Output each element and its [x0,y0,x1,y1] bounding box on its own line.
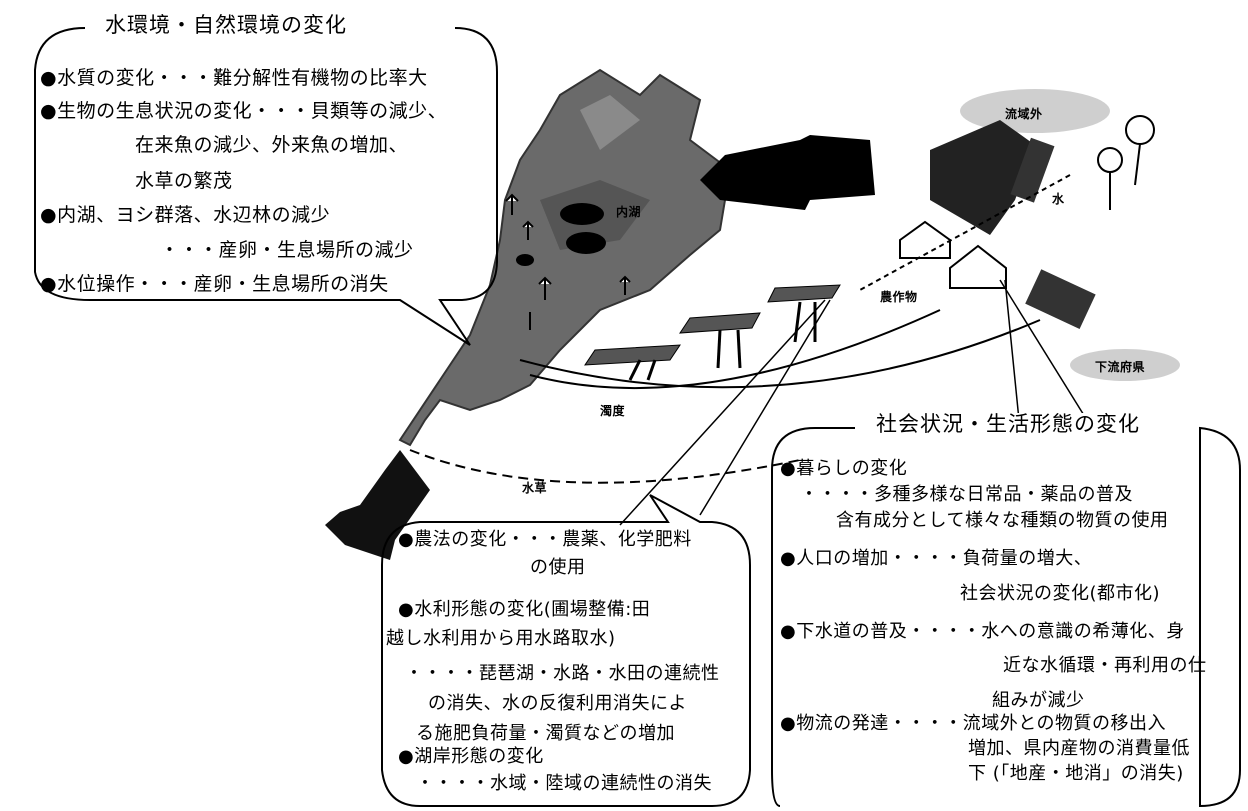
tree-icon [1097,115,1155,210]
label-muddy-water: 濁度 [600,404,626,418]
runoff-curve [529,309,941,390]
social-line: ・・・・多種多様な日常品・薬品の普及 [800,484,1133,505]
social-line: 社会状況の変化(都市化) [960,583,1161,604]
natural-env-line: ●水位操作・・・産卵・生息場所の消失 [40,273,389,295]
agri-line: ・・・・琵琶湖・水路・水田の連続性 [405,663,720,684]
shore-trees-icon [505,193,631,330]
label-crops: 農作物 [880,290,918,304]
social-line: ●下水道の普及・・・・水への意識の希薄化、身 [780,621,1185,642]
import-arrow-icon [930,120,1035,235]
natural-env-bubble [34,27,498,346]
agri-line: ●農法の変化・・・農薬、化学肥料 [398,529,692,550]
social-title: 社会状況・生活形態の変化 [868,413,1148,435]
social-line: 下 (「地産・地消」の消失) [968,763,1184,784]
label-inner-lake: 内湖 [616,205,642,219]
agri-line: ・・・・水域・陸域の連続性の消失 [416,773,712,794]
natural-env-line: ●水質の変化・・・難分解性有機物の比率大 [40,67,428,89]
paddy-field-icons [584,284,841,366]
agri-line: ●湖岸形態の変化 [398,746,544,767]
label-outside-basin: 流域外 [1005,107,1043,121]
natural-env-line: 在来魚の減少、外来魚の増加、 [135,134,409,156]
inflow-arrow-icon [700,135,875,210]
agri-line: の消失、水の反復利用消失によ [428,693,687,714]
social-line: 含有成分として様々な種類の物質の使用 [836,510,1169,531]
lake-biwa-shape [398,68,732,447]
label-waterweed: 水草 [522,481,548,495]
waterweed-dashed-line [409,449,801,484]
label-water: 水 [1052,192,1065,206]
natural-env-title: 水環境・自然環境の変化 [97,14,355,36]
house-icons [899,220,1007,289]
social-line: ●物流の発達・・・・流域外との物質の移出入 [780,713,1167,734]
agriculture-bubble [381,494,751,807]
social-line: 増加、県内産物の消費量低 [968,738,1190,759]
social-line: ●人口の増加・・・・負荷量の増大、 [780,548,1093,569]
inner-lake-icon [560,203,604,225]
social-line: 近な水循環・再利用の仕 [1003,655,1207,676]
social-line: ●暮らしの変化 [780,458,908,479]
agri-line: 越し水利用から用水路取水) [386,628,616,649]
agri-line: の使用 [530,557,586,578]
natural-env-line: ・・・産卵・生息場所の減少 [160,239,414,261]
natural-env-line: 水草の繁茂 [135,170,233,192]
natural-env-line: ●内湖、ヨシ群落、水辺林の減少 [40,204,331,226]
social-bubble [771,426,1241,808]
water-flow-line [859,174,1071,291]
label-downstream: 下流府県 [1095,360,1146,374]
agri-line: ●水利形態の変化(圃場整備:田 [398,599,651,620]
downstream-cloud [1070,349,1180,381]
social-line: 組みが減少 [992,690,1085,711]
agri-line: る施肥負荷量・濁質などの増加 [416,723,675,744]
outflow-arrow-icon [325,450,430,560]
natural-env-line: ●生物の生息状況の変化・・・貝類等の減少、 [40,100,448,122]
